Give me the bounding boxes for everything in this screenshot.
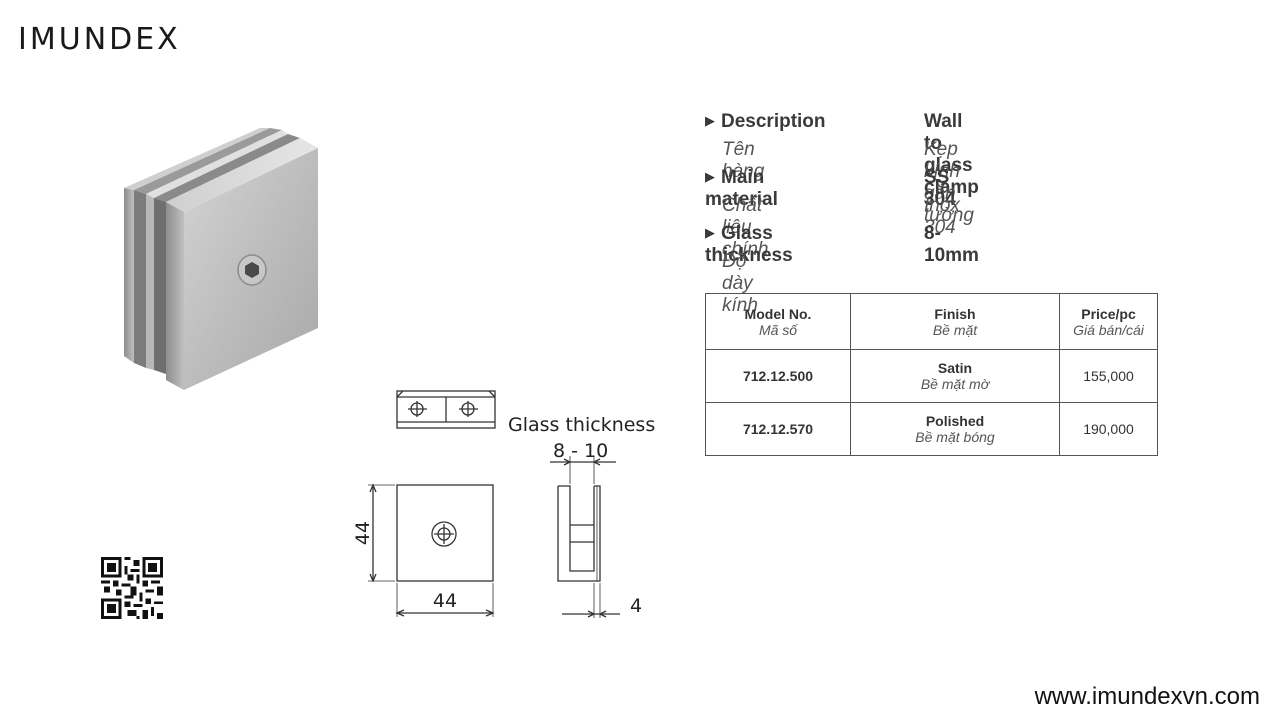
cell-price: 155,000 xyxy=(1059,349,1158,403)
spec-sub-description: Tên hàng xyxy=(722,139,765,182)
spec-label-material: ▶Main material xyxy=(705,167,778,210)
spec-value-material: SS 304 xyxy=(924,167,956,210)
qr-code xyxy=(101,557,163,619)
spec-label-glass: ▶Glass thickness xyxy=(705,223,793,266)
spec-value-sub-material: Inox 304 xyxy=(924,195,960,238)
cell-price: 190,000 xyxy=(1059,402,1158,456)
spec-sub-material: Chất liệu chính xyxy=(722,195,769,260)
dim-width-label: 44 xyxy=(433,590,457,612)
website-url[interactable]: www.imundexvn.com xyxy=(1034,683,1260,710)
cell-model: 712.12.500 xyxy=(705,349,851,403)
glass-thickness-range: 8 - 10 xyxy=(553,440,609,462)
product-photo xyxy=(124,128,318,390)
header-model: Model No.Mã số xyxy=(705,293,851,350)
cell-model: 712.12.570 xyxy=(705,402,851,456)
spec-value-sub-description: Kẹp kính gắn tường xyxy=(924,139,974,226)
dim-height-label: 44 xyxy=(352,521,374,545)
glass-thickness-label: Glass thickness xyxy=(508,414,656,436)
technical-drawing: 44 44 4 xyxy=(352,390,642,618)
dim-depth-label: 4 xyxy=(630,595,642,617)
brand-logo: IMUNDEX xyxy=(18,22,181,57)
spec-value-description: Wall to glass clamp xyxy=(924,111,979,198)
spec-label-description: ▶Description xyxy=(705,111,826,132)
spec-value-glass: 8-10mm xyxy=(924,223,979,266)
